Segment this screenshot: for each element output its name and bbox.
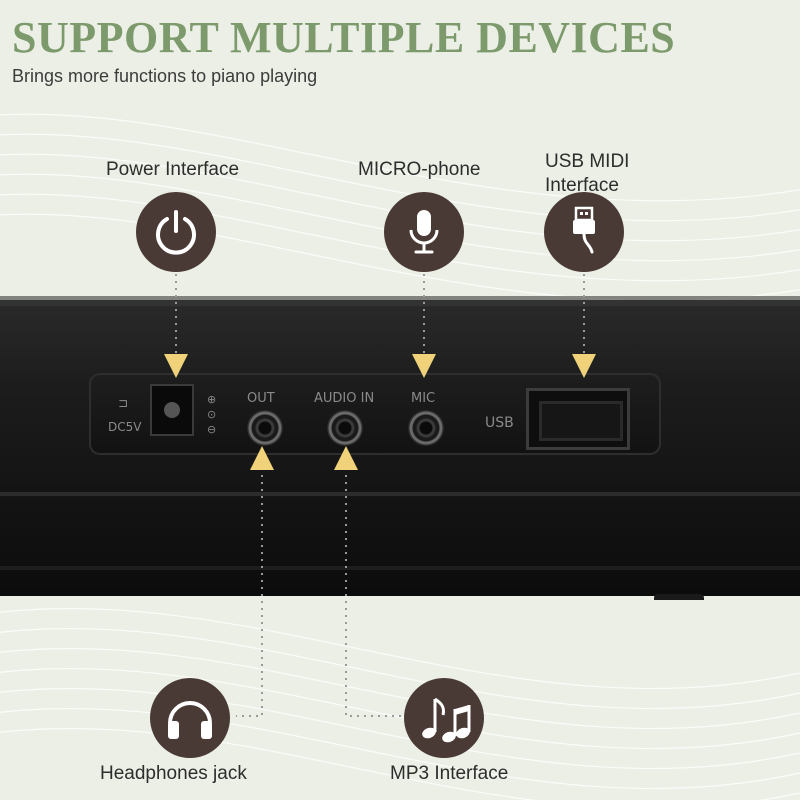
headphones-arrow xyxy=(250,446,274,470)
usb-arrow xyxy=(572,354,596,378)
music-notes-icon-circle xyxy=(404,678,484,758)
usb-midi-label-line1: USB MIDI xyxy=(545,151,630,172)
headphones-icon-circle xyxy=(150,678,230,758)
usb-port xyxy=(526,388,630,450)
usb-plug-icon xyxy=(573,206,595,254)
polarity-symbols: ⊕⊙⊖ xyxy=(207,393,217,436)
mic-arrow xyxy=(412,354,436,378)
usb-label: USB xyxy=(485,415,514,431)
mp3-arrow xyxy=(334,446,358,470)
dc-power-socket xyxy=(150,384,194,436)
audio-in-label: AUDIO IN xyxy=(314,391,375,406)
mp3-interface-label: MP3 Interface xyxy=(390,763,509,784)
power-icon-circle xyxy=(136,192,216,272)
mic-label: MIC xyxy=(411,391,436,406)
out-label: OUT xyxy=(247,391,275,406)
dc5v-label: DC5V xyxy=(108,420,142,434)
microphone-icon xyxy=(409,210,439,254)
microphone-icon-circle xyxy=(384,192,464,272)
microphone-label: MICRO-phone xyxy=(358,159,481,180)
power-arrow xyxy=(164,354,188,378)
headphone-out-jack xyxy=(247,410,283,446)
mic-jack xyxy=(408,410,444,446)
usb-plug-icon-circle xyxy=(544,192,624,272)
dc-polarity-symbol: ⊐ xyxy=(118,396,129,410)
usb-midi-label-line2: Interface xyxy=(545,175,619,196)
audio-in-jack xyxy=(327,410,363,446)
headphones-icon xyxy=(168,701,212,739)
page-title: SUPPORT MULTIPLE DEVICES xyxy=(12,13,676,62)
music-notes-icon xyxy=(422,697,471,743)
keyboard-back-panel xyxy=(0,296,800,600)
headphones-jack-label: Headphones jack xyxy=(100,763,247,784)
page-subtitle: Brings more functions to piano playing xyxy=(12,66,318,86)
power-icon xyxy=(156,210,196,255)
power-interface-label: Power Interface xyxy=(106,159,240,180)
usb-midi-label: USB MIDI Interface xyxy=(545,150,629,198)
